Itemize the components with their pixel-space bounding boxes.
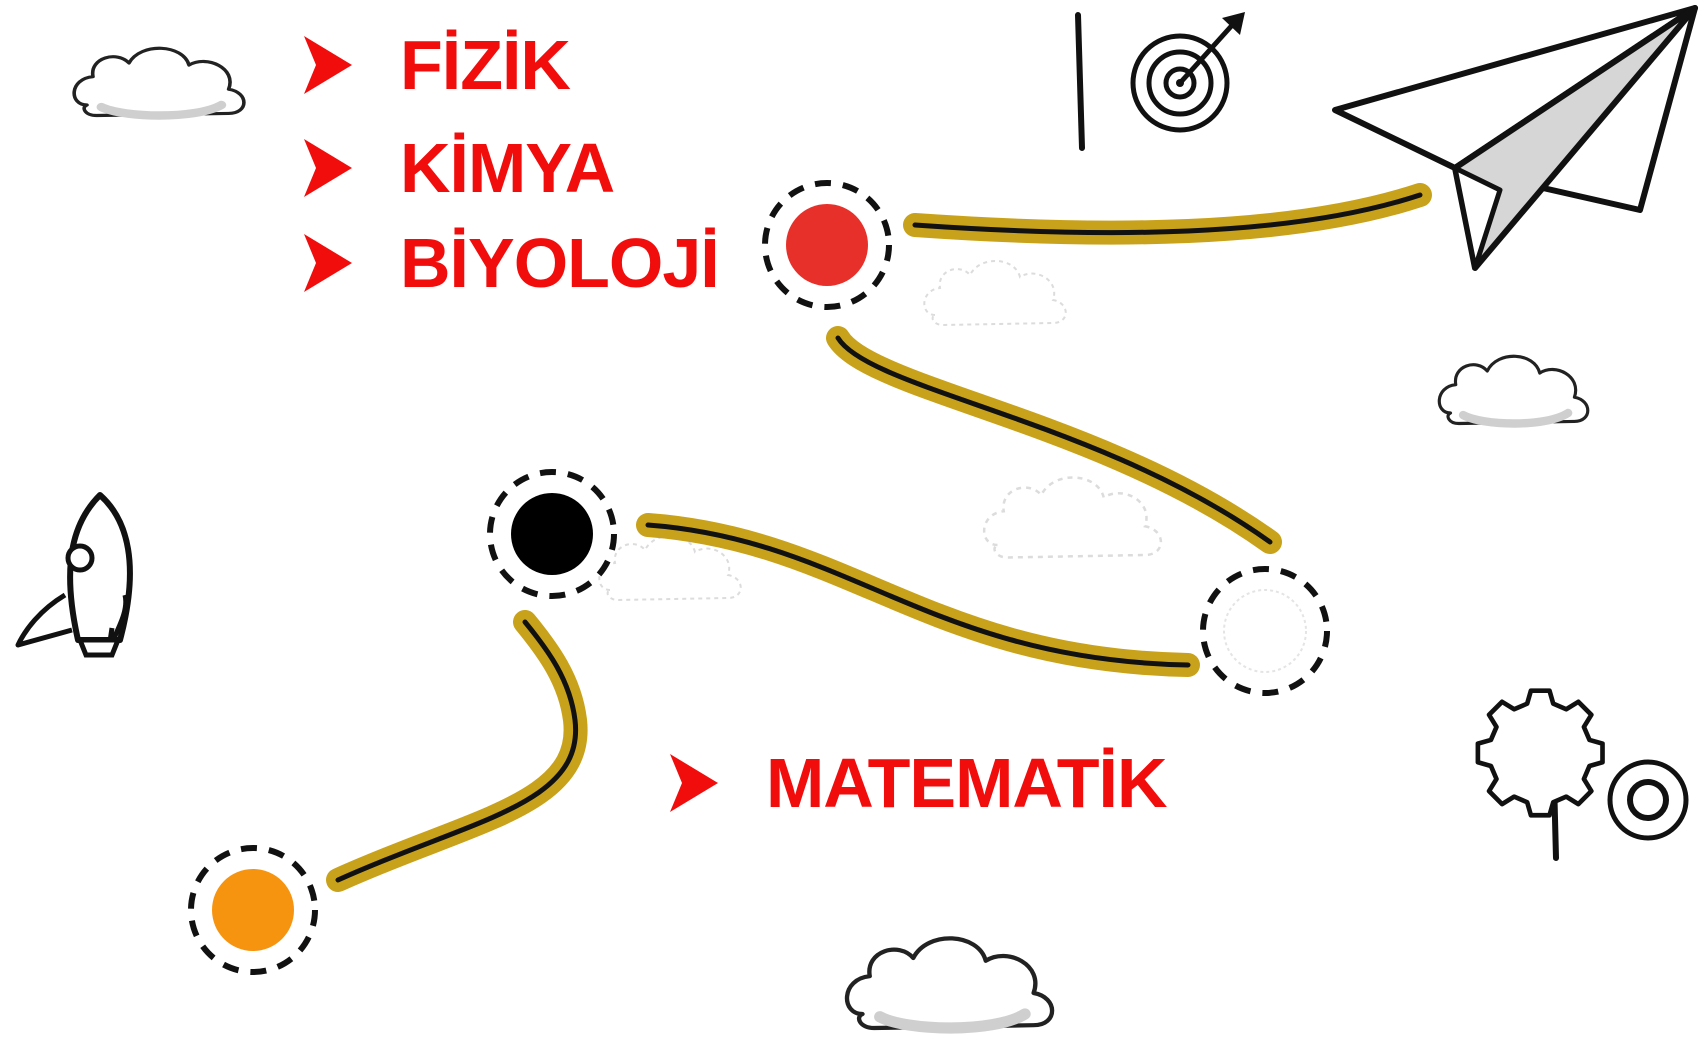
arrow-bullet-icon: [302, 34, 354, 96]
gear-icon: [1475, 688, 1689, 861]
path-black-to-empty: [636, 513, 1200, 677]
cloud-icon: [1439, 356, 1588, 423]
path-red-to-empty: [826, 326, 1282, 554]
subject-kimya: KİMYA: [302, 129, 615, 207]
path-red-to-plane: [903, 183, 1432, 245]
node-orange: [188, 845, 318, 975]
path-orange-to-black: [326, 610, 588, 892]
subject-label: FİZİK: [400, 26, 571, 104]
arrow-bullet-icon: [302, 137, 354, 199]
cloud-icon: [847, 938, 1052, 1028]
subject-label: KİMYA: [400, 129, 615, 207]
subject-fizik: FİZİK: [302, 26, 571, 104]
node-empty: [1200, 566, 1330, 696]
node-black: [487, 469, 617, 599]
faint-cloud-1: [923, 259, 1067, 326]
arrow-bullet-icon: [668, 752, 720, 814]
subject-label: MATEMATİK: [766, 744, 1168, 822]
arrow-bullet-icon: [302, 232, 354, 294]
node-red: [762, 180, 892, 310]
target-icon: [1075, 12, 1245, 151]
subject-label: BİYOLOJİ: [400, 224, 720, 302]
faint-cloud-2: [982, 476, 1163, 559]
rocket-icon: [15, 492, 133, 658]
paper-plane-icon: [1332, 5, 1698, 271]
subject-matematik: MATEMATİK: [668, 744, 1168, 822]
subject-biyoloji: BİYOLOJİ: [302, 224, 720, 302]
cloud-icon: [74, 48, 244, 115]
